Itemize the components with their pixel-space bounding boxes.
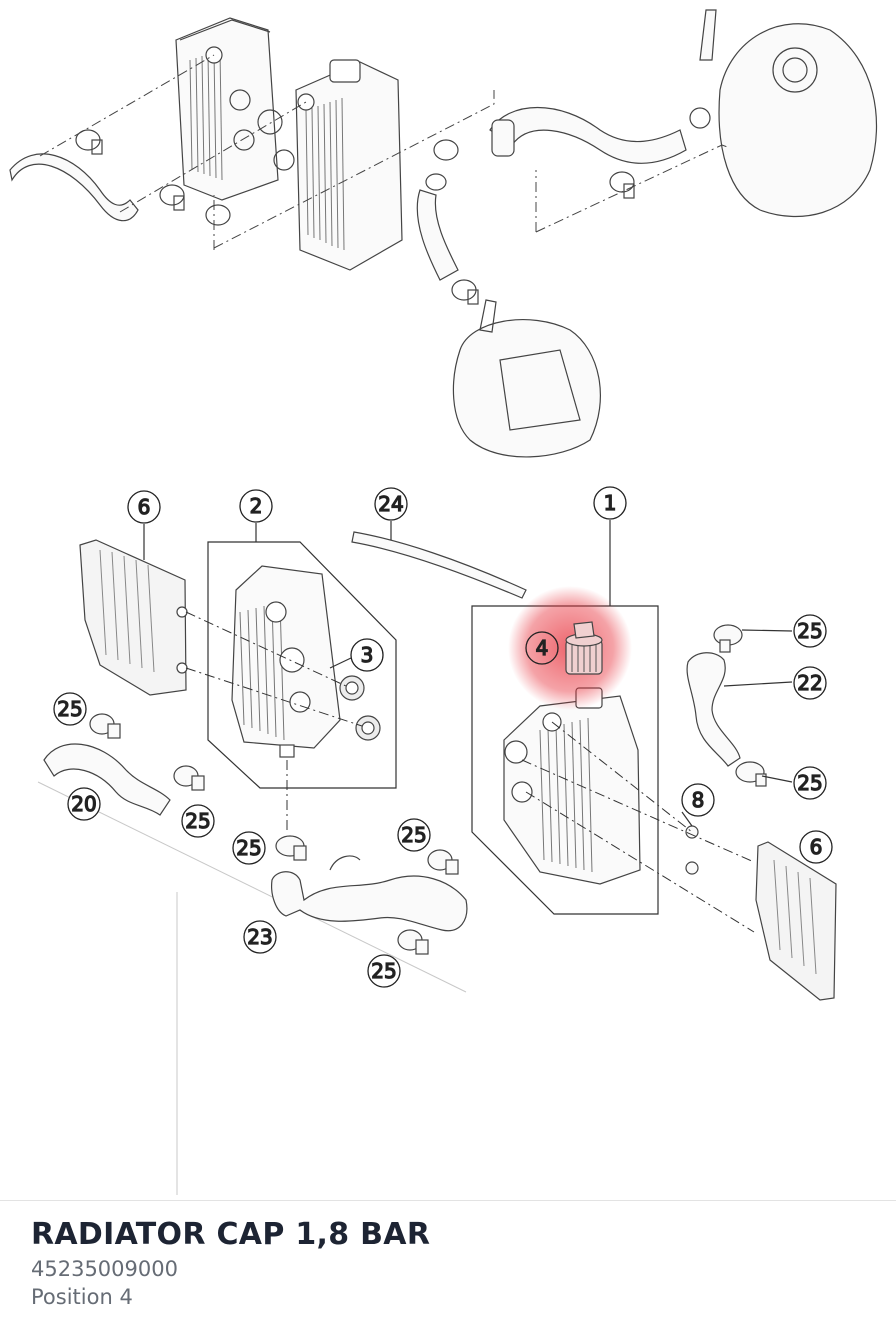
overview-left-radiator xyxy=(175,17,279,201)
callout-3: 3 xyxy=(350,638,384,672)
callout-25: 25 xyxy=(181,804,215,838)
callout-6-right: 6 xyxy=(799,830,833,864)
callout-23: 23 xyxy=(243,920,277,954)
callout-25-label: 25 xyxy=(797,771,822,795)
callout-25-label: 25 xyxy=(57,697,82,721)
radiator-shroud-left xyxy=(79,539,188,696)
callout-6-left: 6 xyxy=(127,490,161,524)
callout-25: 25 xyxy=(793,766,827,800)
callout-1-label: 1 xyxy=(604,491,617,515)
callout-25: 25 xyxy=(793,614,827,648)
callout-2: 2 xyxy=(239,489,273,523)
callout-24-label: 24 xyxy=(378,492,403,516)
callout-22-label: 22 xyxy=(797,671,822,695)
overview-clamps xyxy=(75,107,711,305)
callout-4: 4 xyxy=(525,631,559,665)
overview-hose-right xyxy=(489,106,687,164)
callouts: 1 2 3 4 6 6 8 20 22 23 24 25 25 25 25 25… xyxy=(53,486,833,988)
callout-25-label: 25 xyxy=(185,809,210,833)
radiator-shroud-right xyxy=(755,841,837,1001)
part-title: RADIATOR CAP 1,8 BAR xyxy=(31,1217,431,1252)
hose-24 xyxy=(351,531,527,599)
callout-leaders xyxy=(143,520,793,827)
part-info-panel: RADIATOR CAP 1,8 BAR 45235009000 Positio… xyxy=(0,1200,896,1335)
hose-20 xyxy=(43,743,171,816)
callout-2-label: 2 xyxy=(250,494,263,518)
callout-25: 25 xyxy=(367,954,401,988)
radiator-right xyxy=(503,687,641,885)
callout-20: 20 xyxy=(67,787,101,821)
callout-8-label: 8 xyxy=(692,788,705,812)
callout-3-label: 3 xyxy=(361,643,374,667)
callout-25: 25 xyxy=(397,818,431,852)
callout-6-left-label: 6 xyxy=(138,495,151,519)
bolts xyxy=(685,825,699,875)
callout-25-label: 25 xyxy=(401,823,426,847)
overview-cylinder xyxy=(452,299,601,458)
right-radiator-frame xyxy=(471,605,659,915)
floor-lines xyxy=(37,781,467,1195)
callout-25-label: 25 xyxy=(371,959,396,983)
callout-8: 8 xyxy=(681,783,715,817)
part-position: Position 4 xyxy=(31,1285,133,1309)
overview-hose-left xyxy=(9,153,139,222)
callout-4-label: 4 xyxy=(536,636,549,660)
radiator-left xyxy=(231,565,341,758)
callout-25-label: 25 xyxy=(797,619,822,643)
callout-23-label: 23 xyxy=(247,925,272,949)
callout-20-label: 20 xyxy=(71,792,96,816)
callout-22: 22 xyxy=(793,666,827,700)
callout-25-label: 25 xyxy=(236,836,261,860)
callout-25: 25 xyxy=(53,692,87,726)
callout-1: 1 xyxy=(593,486,627,520)
overview-right-radiator xyxy=(257,59,403,271)
radiator-cap xyxy=(565,621,603,675)
exploded-parts-diagram: 1 2 3 4 6 6 8 20 22 23 24 25 25 25 25 25… xyxy=(9,9,878,1195)
part-number: 45235009000 xyxy=(31,1257,178,1281)
rubber-grommets xyxy=(339,675,381,741)
callout-25: 25 xyxy=(232,831,266,865)
left-radiator-frame xyxy=(207,541,397,789)
callout-6-right-label: 6 xyxy=(810,835,823,859)
overview-engine-case xyxy=(699,9,878,218)
hose-22 xyxy=(686,652,741,767)
overview-assembly xyxy=(9,9,878,458)
hose-23 xyxy=(271,871,468,932)
hose-clamps xyxy=(89,624,767,955)
callout-24: 24 xyxy=(374,487,408,521)
overview-hose-center xyxy=(416,189,459,281)
